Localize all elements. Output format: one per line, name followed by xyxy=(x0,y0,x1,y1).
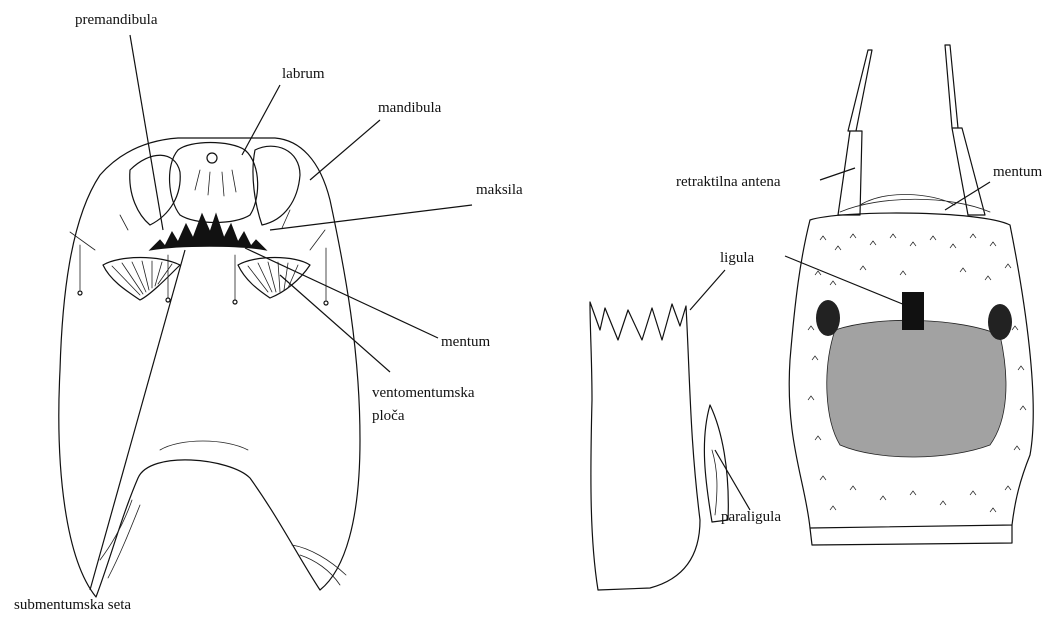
label-ventomentumska-line1: ventomentumska xyxy=(372,385,475,401)
leader-submentumska-seta xyxy=(90,250,185,590)
label-ventomentumska-line2: ploča xyxy=(372,408,405,424)
dark-central-patch xyxy=(827,320,1006,457)
leader-ligula xyxy=(785,256,905,305)
paraligula-figure xyxy=(704,405,728,522)
seta-base-lateral-right xyxy=(324,301,328,305)
ligula-structure xyxy=(902,292,924,330)
ligula-figure xyxy=(590,302,700,590)
left-mandible xyxy=(130,155,180,225)
left-ventromental-striae xyxy=(112,261,172,295)
label-mentum-left: mentum xyxy=(441,334,490,350)
left-antenna xyxy=(838,50,872,215)
left-eye-spot xyxy=(816,300,840,336)
capsule-lower-right-band xyxy=(292,545,346,585)
left-ventromental-plate xyxy=(103,258,180,301)
leader-retraktilna-antena xyxy=(820,168,855,180)
leader-maksila xyxy=(270,205,472,230)
label-maksila: maksila xyxy=(476,182,523,198)
dorsal-capsule-figure xyxy=(789,45,1033,545)
leader-mentum-right xyxy=(945,182,990,210)
left-leader-lines xyxy=(90,35,472,590)
seta-base-right xyxy=(233,300,237,304)
label-submentumska-seta: submentumska seta xyxy=(14,597,131,613)
seta-base-lateral-left xyxy=(78,291,82,295)
label-mentum-right: mentum xyxy=(993,164,1042,180)
leader-mandibula xyxy=(310,120,380,180)
label-premandibula: premandibula xyxy=(75,12,158,28)
leader-mentum-left xyxy=(245,248,438,338)
label-labrum: labrum xyxy=(282,66,325,82)
labrum-hairs xyxy=(195,170,236,196)
leader-ligula-secondary xyxy=(690,270,725,310)
paraligula-inner xyxy=(712,450,717,515)
label-ligula: ligula xyxy=(720,250,755,266)
head-capsule-outline xyxy=(59,138,360,597)
right-mandible xyxy=(253,146,300,225)
leader-premandibula xyxy=(130,35,163,230)
right-eye-spot xyxy=(988,304,1012,340)
label-retraktilna-antena: retraktilna antena xyxy=(676,174,781,190)
seta-base-left xyxy=(166,298,170,302)
capsule-lower-left-band xyxy=(100,500,140,578)
leader-paraligula xyxy=(715,450,750,510)
capsule-inner-arch xyxy=(160,441,248,450)
label-mandibula: mandibula xyxy=(378,100,442,116)
ligula-outline xyxy=(590,302,700,590)
labrum-shape xyxy=(170,143,258,223)
mentum-teeth xyxy=(150,214,266,250)
labrum-sensillum xyxy=(207,153,217,163)
label-paraligula: paraligula xyxy=(721,509,781,525)
head-capsule-figure xyxy=(59,138,360,597)
leader-labrum xyxy=(242,85,280,155)
